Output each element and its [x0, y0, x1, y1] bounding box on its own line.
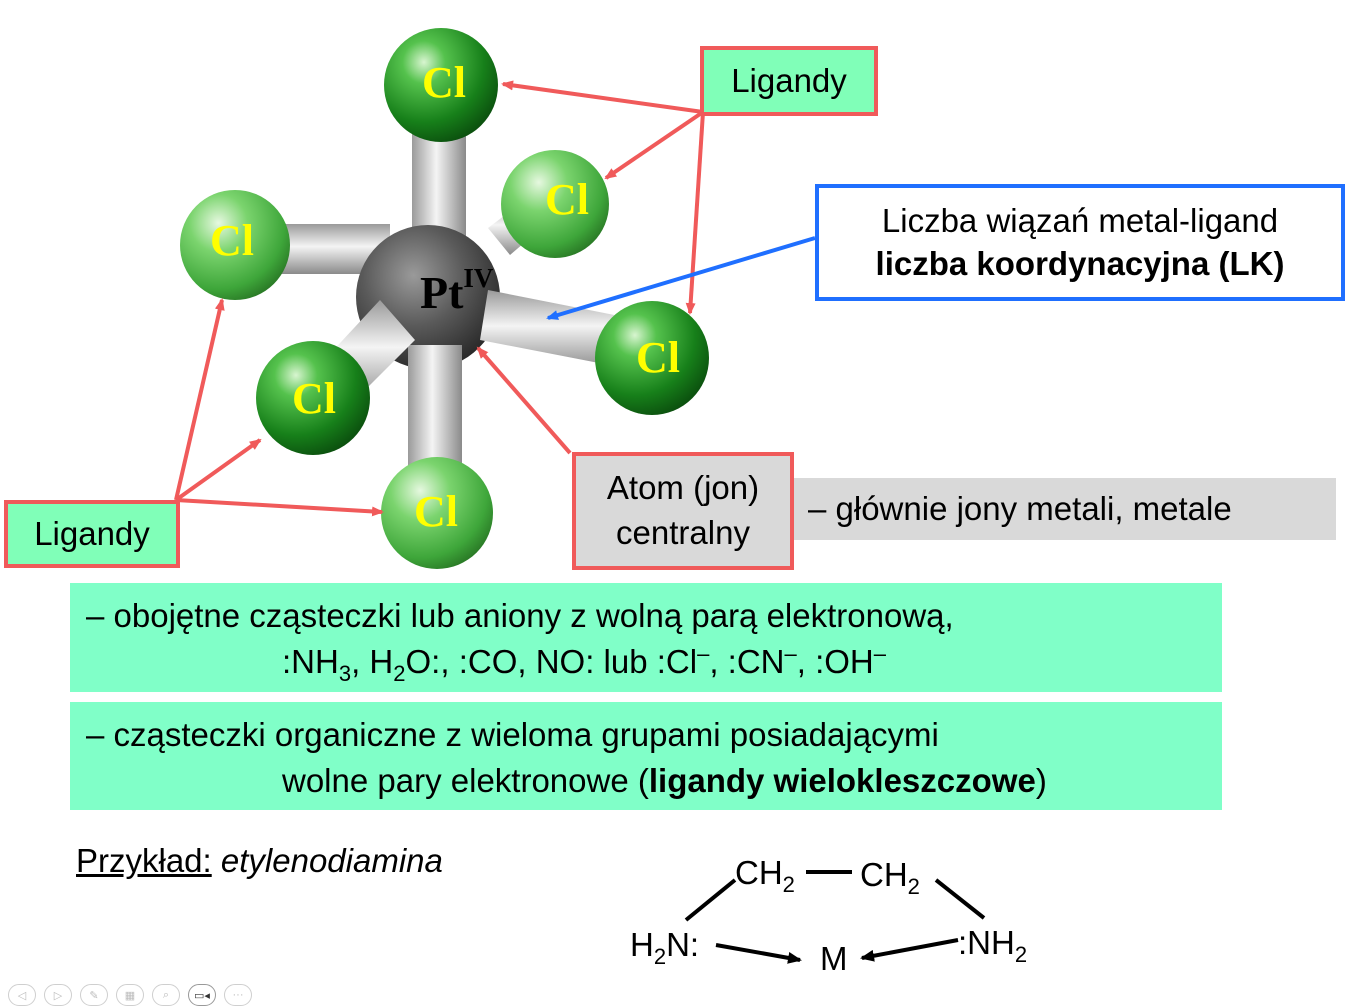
slides-grid-icon[interactable]: ▦: [116, 984, 144, 1006]
pen-icon[interactable]: ✎: [80, 984, 108, 1006]
zoom-icon[interactable]: ⌕: [152, 984, 180, 1006]
ligands-label-bottom: Ligandy: [4, 500, 180, 568]
ch2-right: CH2: [860, 856, 920, 899]
central-atom-line1: Atom (jon): [606, 469, 760, 507]
example-name: etylenodiamina: [220, 842, 443, 879]
ligand-arrows-bottom: [174, 298, 384, 517]
monodentate-ligands-band: – obojętne cząsteczki lub aniony z wolną…: [70, 583, 1222, 692]
nh2-right: :NH2: [958, 924, 1028, 967]
central-atom-box: Atom (jon) centralny: [572, 452, 794, 570]
central-atom-note-text: – głównie jony metali, metale: [808, 490, 1232, 527]
band1-line1: – obojętne cząsteczki lub aniony z wolną…: [86, 597, 954, 634]
chlorine-atom-top: [384, 28, 498, 142]
example-label: Przykład:: [76, 842, 212, 879]
coordination-number-box: Liczba wiązań metal-ligand liczba koordy…: [815, 184, 1345, 301]
metal-center: M: [820, 940, 848, 977]
band2-line2: wolne pary elektronowe (ligandy wielokle…: [282, 762, 1047, 800]
more-options-icon[interactable]: ···: [224, 984, 252, 1006]
ligands-label-text: Ligandy: [731, 62, 847, 99]
chlorine-label: Cl: [292, 374, 336, 423]
coordination-number-line2: liczba koordynacyjna (LK): [875, 244, 1285, 282]
chlorine-atom-left: [180, 190, 290, 300]
chlorine-atom-bottom: [381, 457, 493, 569]
band2-line1: – cząsteczki organiczne z wieloma grupam…: [86, 716, 939, 753]
chlorine-atom-right: [595, 301, 709, 415]
chlorine-label: Cl: [636, 333, 680, 382]
chlorine-label: Cl: [545, 175, 589, 224]
h2n-left: H2N:: [630, 926, 700, 969]
chlorine-label: Cl: [210, 216, 254, 265]
camera-icon[interactable]: ▭◂: [188, 984, 216, 1006]
next-icon[interactable]: ▷: [44, 984, 72, 1006]
band1-line2: :NH3, H2O:, :CO, NO: lub :Cl–, :CN–, :OH…: [282, 641, 887, 687]
ligand-arrows-top: [501, 80, 705, 315]
chlorine-label: Cl: [422, 58, 466, 107]
chlorine-atom-back: [501, 150, 609, 258]
central-atom-note: – głównie jony metali, metale: [790, 478, 1336, 540]
example-line: Przykład: etylenodiamina: [76, 842, 443, 880]
coordination-number-line1: Liczba wiązań metal-ligand: [881, 201, 1279, 239]
ligands-label-text: Ligandy: [34, 515, 150, 552]
chlorine-atom-front: [256, 341, 370, 455]
ch2-left: CH2: [735, 854, 795, 897]
polydentate-ligands-band: – cząsteczki organiczne z wieloma grupam…: [70, 702, 1222, 810]
coordination-number-arrow: [546, 236, 816, 320]
central-atom-line2: centralny: [616, 514, 750, 551]
chlorine-label: Cl: [414, 487, 458, 536]
ethylenediamine-bonds: [684, 870, 986, 964]
slideshow-toolbar: ◁ ▷ ✎ ▦ ⌕ ▭◂ ···: [8, 984, 252, 1006]
ligands-label-top: Ligandy: [700, 46, 878, 116]
central-atom-arrow: [476, 346, 572, 455]
platinum-label: PtIV: [420, 263, 494, 317]
previous-icon[interactable]: ◁: [8, 984, 36, 1006]
